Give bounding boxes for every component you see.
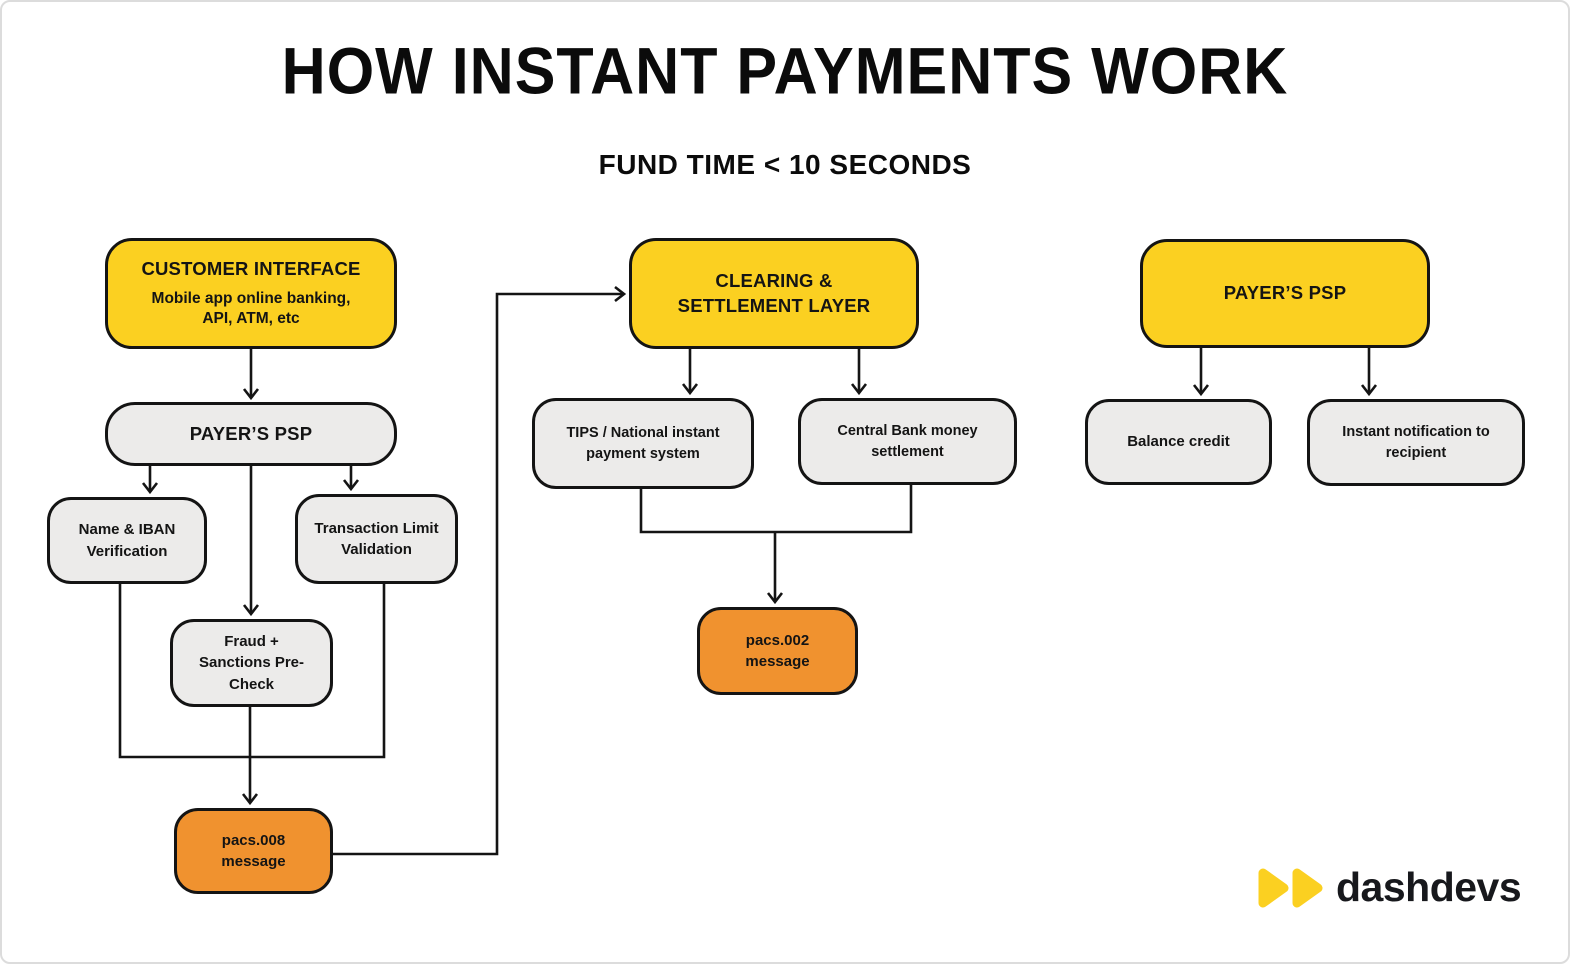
node-tips-national-instant: TIPS / National instant payment system [532,398,754,489]
page-title: HOW INSTANT PAYMENTS WORK [281,34,1289,108]
node-central-bank-settlement: Central Bank money settlement [798,398,1017,485]
node-label: CLEARING & SETTLEMENT LAYER [677,269,871,316]
node-fraud-sanctions-precheck: Fraud + Sanctions Pre- Check [170,619,333,707]
node-label: Name & IBAN Verification [78,521,176,560]
node-label: pacs.002 message [745,631,810,670]
node-pacs002-message: pacs.002 message [697,607,858,695]
node-label: Instant notification to recipient [1342,423,1490,461]
dashdevs-logo: dashdevs [1258,864,1522,911]
node-label: PAYER’S PSP [1223,282,1347,304]
node-clearing-settlement-layer: CLEARING & SETTLEMENT LAYER [629,238,919,349]
connector-pacs008-to-clearing [333,294,623,856]
dashdevs-logo-icon [1258,868,1323,907]
page-subtitle: FUND TIME < 10 SECONDS [598,149,972,180]
node-title: CUSTOMER INTERFACE [141,257,361,279]
node-label: Fraud + Sanctions Pre- Check [198,633,305,693]
node-label: PAYER’S PSP [189,422,313,444]
node-label: Balance credit [1127,433,1230,451]
node-label: Central Bank money settlement [837,422,978,460]
dashdevs-logo-text: dashdevs [1336,864,1522,910]
node-balance-credit: Balance credit [1085,399,1272,485]
node-transaction-limit-validation: Transaction Limit Validation [295,494,458,584]
node-label: Transaction Limit Validation [314,519,439,558]
node-label: pacs.008 message [221,831,286,870]
node-name-iban-verification: Name & IBAN Verification [47,497,207,584]
node-subtitle: Mobile app online banking, API, ATM, etc [151,289,351,328]
connector-merge-middle [639,485,913,534]
node-payer-psp-left: PAYER’S PSP [105,402,397,466]
node-payer-psp-right: PAYER’S PSP [1140,239,1430,348]
node-label: TIPS / National instant payment system [566,424,720,462]
node-pacs008-message: pacs.008 message [174,808,333,894]
connector-merge-left [118,584,386,759]
node-instant-notification: Instant notification to recipient [1307,399,1525,486]
node-customer-interface: CUSTOMER INTERFACE Mobile app online ban… [105,238,397,349]
